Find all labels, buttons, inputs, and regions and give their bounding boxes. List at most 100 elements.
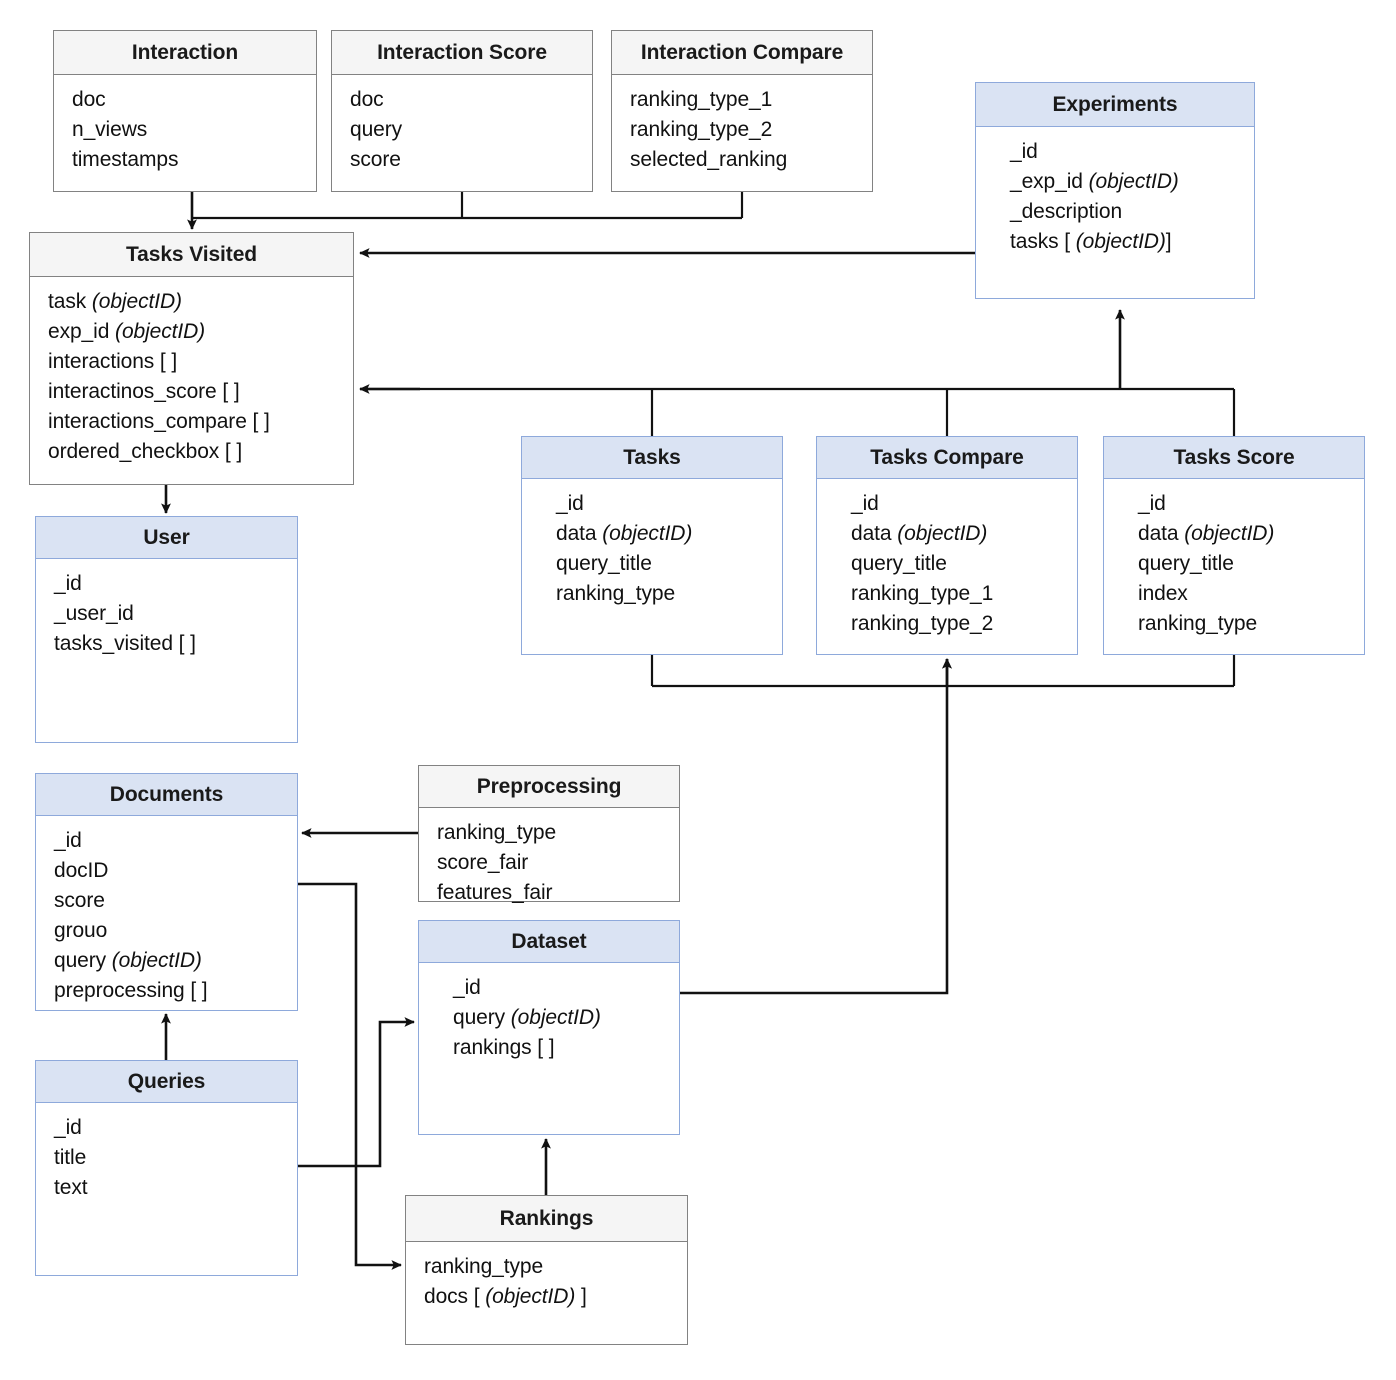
field-row: rankings [ ] bbox=[453, 1033, 679, 1063]
field-row: ranking_type_2 bbox=[851, 609, 1077, 639]
field-name: _id bbox=[453, 976, 481, 999]
field-name: ranking_type_2 bbox=[851, 612, 994, 635]
entity-title-user: User bbox=[36, 517, 297, 559]
field-row: _id bbox=[1010, 137, 1254, 167]
entity-interaction-score[interactable]: Interaction Score doc query score bbox=[331, 30, 593, 192]
entity-title-queries: Queries bbox=[36, 1061, 297, 1103]
field-name: rankings [ ] bbox=[453, 1036, 555, 1059]
field-name: interactions [ ] bbox=[48, 350, 178, 373]
field-name: data bbox=[556, 522, 597, 545]
field-row: data (objectID) bbox=[556, 519, 782, 549]
field-name: _id bbox=[1138, 492, 1166, 515]
field-row: doc bbox=[350, 85, 592, 115]
field-row: query_title bbox=[851, 549, 1077, 579]
field-row: score bbox=[54, 886, 297, 916]
entity-title-experiments: Experiments bbox=[976, 83, 1254, 127]
field-name: tasks_visited [ ] bbox=[54, 632, 196, 655]
field-type: (objectID) bbox=[602, 522, 693, 545]
entity-title-tasks-visited: Tasks Visited bbox=[30, 233, 353, 277]
field-row: features_fair bbox=[437, 878, 679, 908]
field-row: exp_id (objectID) bbox=[48, 317, 353, 347]
field-row: ranking_type_1 bbox=[630, 85, 872, 115]
field-name: ranking_type bbox=[1138, 612, 1258, 635]
field-name: title bbox=[54, 1146, 87, 1169]
field-name: ranking_type_1 bbox=[851, 582, 994, 605]
entity-title-dataset: Dataset bbox=[419, 921, 679, 963]
field-name: docs [ bbox=[424, 1285, 480, 1308]
field-type: (objectID) bbox=[1075, 230, 1166, 253]
field-type: (objectID) bbox=[897, 522, 988, 545]
field-type: (objectID) bbox=[1088, 170, 1179, 193]
field-name: tasks [ bbox=[1010, 230, 1070, 253]
field-name: doc bbox=[350, 88, 384, 111]
entity-title-tasks-compare: Tasks Compare bbox=[817, 437, 1077, 479]
field-row: ranking_type bbox=[424, 1252, 687, 1282]
field-name: query_title bbox=[1138, 552, 1234, 575]
field-name: ranking_type bbox=[556, 582, 676, 605]
field-row: interactions [ ] bbox=[48, 347, 353, 377]
field-row: _description bbox=[1010, 197, 1254, 227]
field-row: _id bbox=[54, 826, 297, 856]
field-row: preprocessing [ ] bbox=[54, 976, 297, 1006]
entity-title-documents: Documents bbox=[36, 774, 297, 816]
field-row: interactions_compare [ ] bbox=[48, 407, 353, 437]
field-type: (objectID) bbox=[485, 1285, 576, 1308]
field-name: timestamps bbox=[72, 148, 179, 171]
field-name: ranking_type_1 bbox=[630, 88, 773, 111]
entity-title-rankings: Rankings bbox=[406, 1196, 687, 1242]
field-row: ranking_type bbox=[437, 818, 679, 848]
entity-title-interaction-score: Interaction Score bbox=[332, 31, 592, 75]
field-name: query bbox=[350, 118, 403, 141]
field-name: doc bbox=[72, 88, 106, 111]
field-row: _id bbox=[54, 569, 297, 599]
field-name: ranking_type bbox=[437, 821, 557, 844]
field-row: timestamps bbox=[72, 145, 316, 175]
field-row: tasks [ (objectID)] bbox=[1010, 227, 1254, 257]
field-name: data bbox=[851, 522, 892, 545]
entity-experiments[interactable]: Experiments_id_exp_id (objectID)_descrip… bbox=[975, 82, 1255, 299]
field-name: _id bbox=[54, 572, 82, 595]
field-name: _id bbox=[851, 492, 879, 515]
field-name: _description bbox=[1010, 200, 1123, 223]
field-name: _id bbox=[54, 1116, 82, 1139]
field-row: text bbox=[54, 1173, 297, 1203]
entity-title-interaction: Interaction bbox=[54, 31, 316, 75]
field-name: query_title bbox=[556, 552, 652, 575]
field-row: _user_id bbox=[54, 599, 297, 629]
field-row: ranking_type bbox=[1138, 609, 1364, 639]
field-type: (objectID) bbox=[1184, 522, 1275, 545]
field-name: exp_id bbox=[48, 320, 110, 343]
field-row: _id bbox=[54, 1113, 297, 1143]
wire-documents-to-rankings bbox=[298, 882, 402, 1270]
field-name: ranking_type bbox=[424, 1255, 544, 1278]
entity-fields-tasks-visited: task (objectID)exp_id (objectID)interact… bbox=[30, 277, 353, 484]
field-type: (objectID) bbox=[111, 949, 202, 972]
field-row: doc bbox=[72, 85, 316, 115]
entity-user[interactable]: User _id _user_id tasks_visited [ ] bbox=[35, 516, 298, 743]
field-row: _id bbox=[851, 489, 1077, 519]
entity-title-tasks-score: Tasks Score bbox=[1104, 437, 1364, 479]
field-row: selected_ranking bbox=[630, 145, 872, 175]
field-row: ranking_type bbox=[556, 579, 782, 609]
field-name: ordered_checkbox [ ] bbox=[48, 440, 243, 463]
field-row: index bbox=[1138, 579, 1364, 609]
field-name: score bbox=[350, 148, 401, 171]
field-type: (objectID) bbox=[115, 320, 206, 343]
